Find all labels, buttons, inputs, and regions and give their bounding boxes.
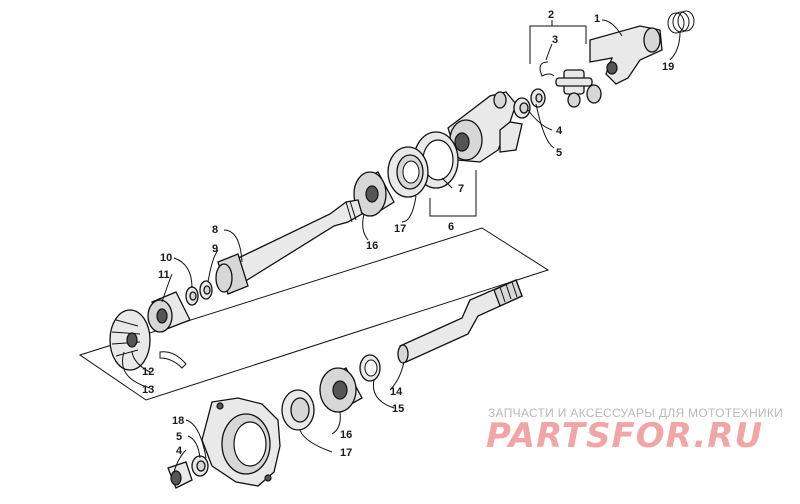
part-17-seal-lower — [281, 389, 315, 431]
callout-3: 3 — [552, 34, 558, 46]
watermark-tagline: ЗАПЧАСТИ И АКСЕССУАРЫ ДЛЯ МОТОТЕХНИКИ — [488, 406, 784, 420]
upper-yoke — [447, 91, 523, 163]
part-5-washer-lower — [191, 455, 209, 477]
callout-6: 6 — [448, 221, 454, 233]
callout-10: 10 — [160, 252, 172, 264]
part-18-nut — [167, 461, 193, 489]
callout-2: 2 — [548, 9, 554, 21]
part-12-impeller — [109, 309, 151, 371]
callout-5-upper: 5 — [556, 147, 562, 159]
part-4-seal — [513, 97, 531, 119]
callout-18: 18 — [172, 415, 184, 427]
callout-14: 14 — [390, 386, 403, 398]
callout-labels: 1 2 3 19 4 5 7 6 17 16 8 9 10 11 12 13 1… — [142, 9, 674, 459]
part-6-bearing — [387, 146, 429, 198]
part-16-bearing-lower — [319, 367, 363, 413]
callout-17-upper: 17 — [394, 223, 406, 235]
housing-flange — [201, 397, 281, 487]
callout-7: 7 — [458, 183, 464, 195]
part-2-cross-kit — [555, 69, 602, 108]
part-15-ring — [359, 354, 381, 382]
callout-5-lower: 5 — [176, 431, 182, 443]
part-8-shaft — [215, 199, 363, 295]
callout-4-lower: 4 — [176, 445, 183, 457]
callout-16-upper: 16 — [366, 240, 378, 252]
callout-16-lower: 16 — [340, 429, 352, 441]
watermark-logo: PARTSFOR.RU — [486, 416, 764, 456]
part-11-bearing — [147, 291, 191, 333]
part-16-bearing-upper — [353, 171, 395, 217]
part-3-snap-ring — [539, 61, 555, 77]
callout-9: 9 — [212, 243, 218, 255]
callout-12: 12 — [142, 366, 154, 378]
callout-1: 1 — [594, 13, 600, 25]
callout-13: 13 — [142, 384, 154, 396]
callout-8: 8 — [212, 224, 218, 236]
assembly-panel-outline — [78, 227, 550, 401]
part-19-spring — [667, 10, 695, 34]
callout-19: 19 — [662, 61, 674, 73]
part-9-washer — [199, 280, 213, 300]
callout-17-lower: 17 — [340, 447, 352, 459]
part-13-clip — [159, 351, 187, 369]
part-1-yoke — [589, 25, 663, 85]
leader-lines — [122, 19, 681, 473]
part-10-washer — [185, 286, 199, 306]
callout-15: 15 — [392, 403, 404, 415]
callout-4-upper: 4 — [556, 125, 563, 137]
callout-11: 11 — [158, 269, 170, 281]
part-5-washer — [530, 88, 546, 108]
part-14-output-shaft — [397, 279, 523, 364]
